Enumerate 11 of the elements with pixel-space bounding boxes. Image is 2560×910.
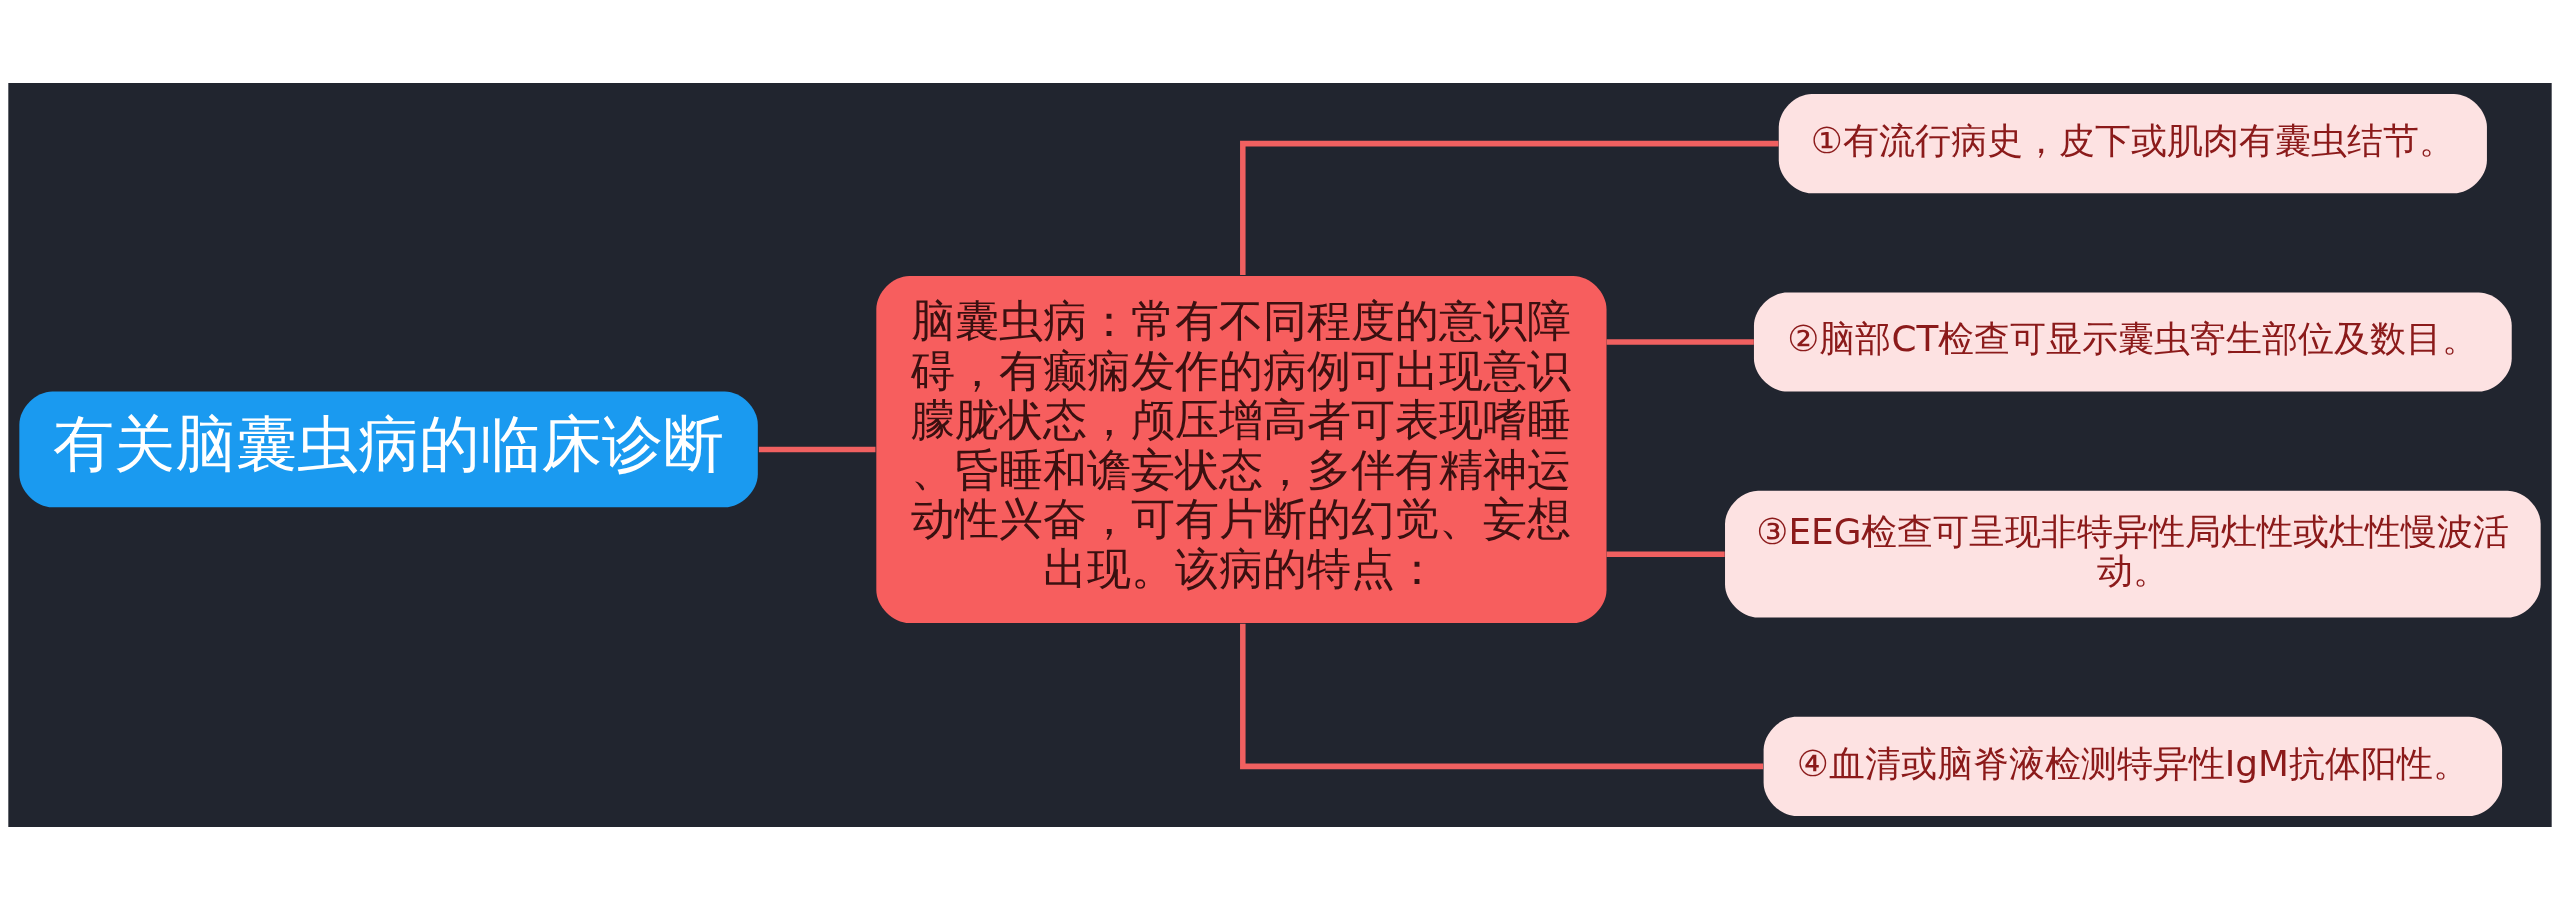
connector xyxy=(758,446,876,453)
node-box: 有关脑囊虫病的临床诊断 xyxy=(19,391,758,508)
node-box: ④血清或脑脊液检测特异性IgM抗体阳性。 xyxy=(1763,716,2503,816)
node-box: ②脑部CT检查可显示囊虫寄生部位及数目。 xyxy=(1753,292,2512,392)
node-box: ①有流行病史，皮下或肌肉有囊虫结节。 xyxy=(1778,94,2487,194)
node-box: ③EEG检查可呈现非特异性局灶性或灶性慢波活动。 xyxy=(1725,490,2541,618)
connector xyxy=(1606,551,1725,557)
node-box: 脑囊虫病：常有不同程度的意识障碍，有癫痫发作的病例可出现意识朦胧状态，颅压增高者可表现嗜睡、昏睡和谵妄状态，多伴有精神运动性兴奋，可有片断的幻觉、妄想出现。该病的特点： xyxy=(876,275,1607,624)
connector xyxy=(1606,339,1754,345)
connector xyxy=(1240,140,1779,276)
connector xyxy=(1240,623,1764,770)
